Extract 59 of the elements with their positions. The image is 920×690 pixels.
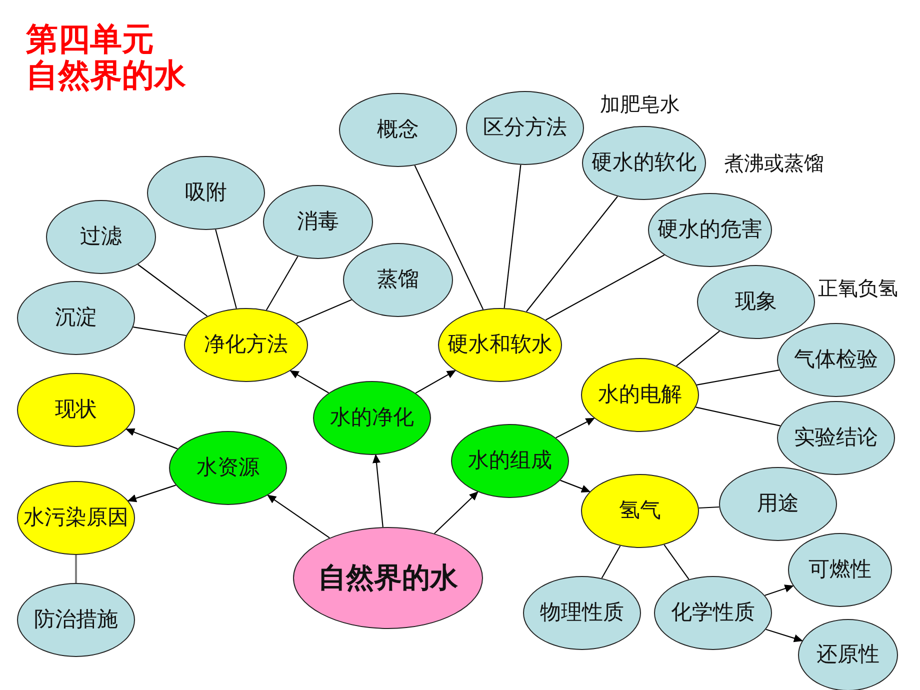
arrow: [560, 480, 591, 493]
node-label: 概念: [377, 118, 419, 142]
arrow: [766, 628, 803, 642]
node-label: 消毒: [297, 210, 339, 234]
arrow: [267, 494, 330, 538]
connector-line: [601, 546, 621, 578]
arrow: [434, 491, 478, 534]
node-label: 实验结论: [794, 426, 878, 450]
node-label: 现象: [735, 290, 777, 314]
connector-line: [698, 506, 720, 509]
node-label: 可燃性: [808, 558, 872, 582]
node-label: 过滤: [80, 225, 122, 249]
connector-line: [526, 196, 618, 312]
node-label: 现状: [55, 398, 97, 422]
arrow: [556, 418, 595, 438]
node-label: 化学性质: [671, 601, 755, 625]
connector-line: [696, 370, 780, 386]
connector-line: [133, 326, 186, 336]
annotation-text: 正氧负氢: [818, 275, 898, 302]
node-label: 蒸馏: [377, 268, 419, 292]
connector-line: [296, 299, 352, 324]
node-label: 气体检验: [794, 348, 878, 372]
node-label: 硬水和软水: [448, 333, 552, 357]
node-label: 硬水的危害: [658, 218, 762, 242]
arrow: [372, 454, 384, 528]
node-label: 区分方法: [483, 116, 567, 140]
connector-line: [504, 164, 522, 308]
node-label: 防治措施: [34, 608, 118, 632]
connector-line: [215, 229, 237, 309]
node-label: 水的净化: [330, 406, 414, 430]
annotation-text: 煮沸或蒸馏: [724, 150, 824, 177]
node-label: 用途: [757, 492, 799, 516]
node-label: 硬水的软化: [592, 151, 696, 175]
node-label: 水的电解: [598, 383, 682, 407]
annotation-text: 加肥皂水: [600, 91, 680, 118]
arrow: [415, 370, 456, 394]
node-label: 自然界的水: [318, 562, 458, 594]
node-label: 氢气: [619, 499, 661, 523]
diagram-title: 第四单元自然界的水: [26, 22, 187, 94]
node-label: 沉淀: [55, 306, 97, 330]
arrow: [126, 428, 178, 450]
node-label: 还原性: [816, 643, 880, 667]
arrow: [290, 370, 329, 394]
connector-line: [664, 544, 690, 580]
node-label: 净化方法: [204, 333, 288, 357]
connector-line: [545, 254, 665, 320]
connector-line: [75, 555, 77, 583]
arrow: [764, 584, 794, 596]
connector-line: [266, 256, 298, 310]
arrow: [127, 484, 176, 502]
node-label: 物理性质: [540, 601, 624, 625]
node-label: 水污染原因: [24, 506, 128, 530]
connector-line: [414, 165, 484, 310]
node-label: 水资源: [196, 456, 260, 480]
connector-line: [696, 406, 780, 426]
connector-line: [138, 264, 208, 317]
node-label: 吸附: [185, 181, 227, 205]
connector-line: [676, 330, 720, 366]
node-label: 水的组成: [468, 449, 552, 473]
